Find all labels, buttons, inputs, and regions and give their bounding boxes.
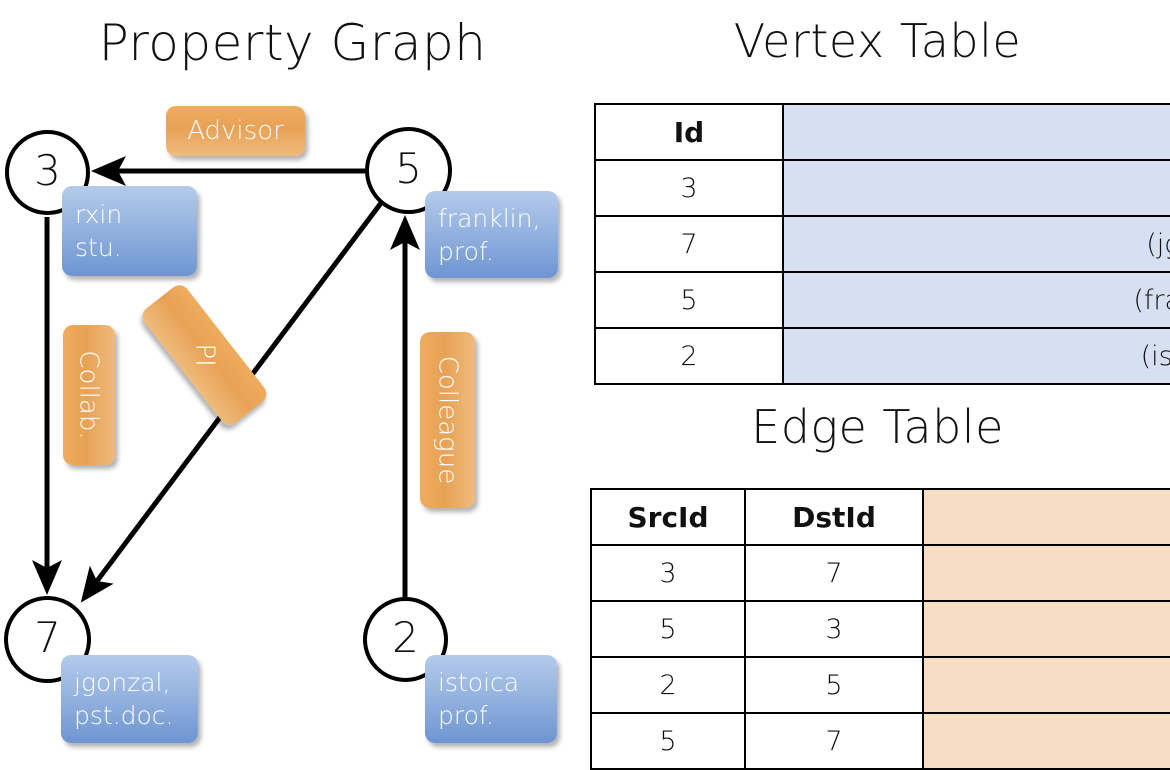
edge-cell-property: Advisor: [922, 600, 1170, 658]
graph-node-2[interactable]: 2: [363, 597, 448, 682]
edge-cell-dstid: 3: [744, 600, 924, 658]
vertex-col-header-id: Id: [594, 103, 784, 161]
graph-node-7-label: 7: [34, 612, 61, 662]
graph-node-5[interactable]: 5: [365, 127, 452, 214]
vertex-property-line-1: jgonzal,: [74, 668, 171, 697]
edge-cell-srcid: 3: [590, 544, 746, 602]
table-header-row: SrcId DstId Property (E): [590, 488, 1170, 546]
vertex-col-header-property: Property (V): [782, 103, 1170, 161]
edge-label-collab-text: Collab.: [74, 350, 104, 440]
table-row: 5 7 PI: [590, 712, 1170, 770]
vertex-cell-id: 5: [594, 271, 784, 329]
tables-panel: Vertex Table Id Property (V) 3 (rxin, st…: [585, 0, 1170, 770]
vertex-table: Id Property (V) 3 (rxin, student) 7 (jgo…: [594, 103, 1170, 385]
edge-label-advisor-text: Advisor: [187, 116, 284, 146]
table-row: 7 (jgonzal, postdoc): [594, 215, 1170, 273]
vertex-property-line-1: istoica: [438, 668, 520, 697]
vertex-property-box-2: istoica prof.: [425, 655, 557, 743]
property-graph-panel: Property Graph 3 5 7 2 rxin stu. frankli…: [0, 0, 585, 760]
vertex-property-line-2: pst.doc.: [74, 701, 174, 730]
graph-node-2-label: 2: [392, 612, 419, 662]
edge-table: SrcId DstId Property (E) 3 7 Collaborato…: [590, 488, 1170, 770]
edge-cell-srcid: 5: [590, 600, 746, 658]
graph-node-3-label: 3: [34, 145, 61, 195]
edge-label-pi-text: PI: [189, 343, 220, 367]
vertex-cell-property: (istoica, professor): [782, 327, 1170, 385]
edge-col-header-dstid: DstId: [744, 488, 924, 546]
edge-cell-dstid: 7: [744, 712, 924, 770]
vertex-property-line-1: rxin: [75, 200, 123, 229]
edge-cell-srcid: 5: [590, 712, 746, 770]
table-header-row: Id Property (V): [594, 103, 1170, 161]
vertex-property-box-7: jgonzal, pst.doc.: [61, 655, 198, 743]
edge-cell-dstid: 7: [744, 544, 924, 602]
edge-label-colleague-text: Colleague: [432, 355, 463, 485]
vertex-property-box-5: franklin, prof.: [425, 191, 558, 278]
edge-cell-property: Collaborator: [922, 544, 1170, 602]
vertex-cell-id: 2: [594, 327, 784, 385]
graph-node-5-label: 5: [395, 143, 422, 193]
edge-cell-dstid: 5: [744, 656, 924, 714]
page-title-edge-table: Edge Table: [751, 400, 1004, 454]
edge-label-colleague: Colleague: [420, 332, 475, 508]
edge-col-header-property: Property (E): [922, 488, 1170, 546]
edge-col-header-srcid: SrcId: [590, 488, 746, 546]
table-row: 2 (istoica, professor): [594, 327, 1170, 385]
edge-cell-property: PI: [922, 712, 1170, 770]
vertex-property-box-3: rxin stu.: [62, 186, 197, 276]
vertex-property-line-2: prof.: [438, 236, 494, 266]
page-title-property-graph: Property Graph: [98, 14, 487, 72]
vertex-cell-property: (rxin, student): [782, 159, 1170, 217]
table-row: 2 5 Colleague: [590, 656, 1170, 714]
edge-label-advisor: Advisor: [166, 106, 305, 156]
edge-cell-srcid: 2: [590, 656, 746, 714]
table-row: 3 7 Collaborator: [590, 544, 1170, 602]
vertex-property-line-1: franklin,: [438, 203, 541, 233]
vertex-cell-id: 3: [594, 159, 784, 217]
edge-cell-property: Colleague: [922, 656, 1170, 714]
vertex-property-line-2: prof.: [438, 701, 494, 730]
page-title-vertex-table: Vertex Table: [733, 14, 1022, 68]
table-row: 3 (rxin, student): [594, 159, 1170, 217]
vertex-cell-property: (franklin, professor): [782, 271, 1170, 329]
vertex-cell-id: 7: [594, 215, 784, 273]
edge-label-collab: Collab.: [63, 325, 115, 465]
vertex-property-line-2: stu.: [75, 233, 122, 262]
table-row: 5 3 Advisor: [590, 600, 1170, 658]
vertex-cell-property: (jgonzal, postdoc): [782, 215, 1170, 273]
table-row: 5 (franklin, professor): [594, 271, 1170, 329]
